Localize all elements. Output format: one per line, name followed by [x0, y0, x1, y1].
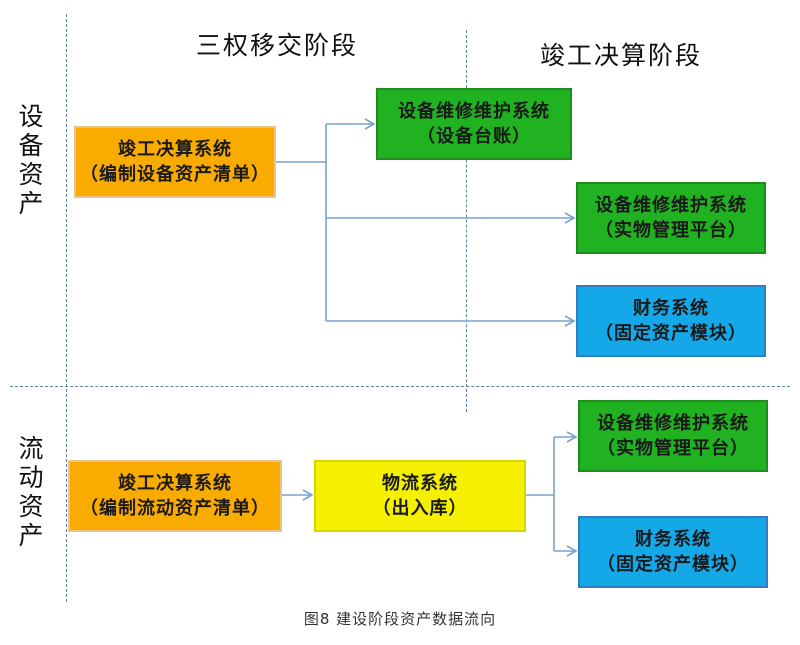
box-current-maintenance-platform: 设备维修维护系统 （实物管理平台）	[578, 400, 768, 472]
box-title: 设备维修维护系统	[597, 413, 749, 434]
box-subtitle: （实物管理平台）	[597, 438, 749, 459]
box-subtitle: （实物管理平台）	[595, 220, 747, 241]
row-label-equipment-assets: 设备资产	[18, 102, 44, 218]
divider-row-horizontal	[10, 386, 790, 387]
box-title: 竣工决算系统	[118, 139, 232, 160]
box-title: 物流系统	[382, 473, 458, 494]
box-final-accounts-equipment: 竣工决算系统 （编制设备资产清单）	[74, 126, 276, 198]
box-subtitle: （固定资产模块）	[595, 323, 747, 344]
box-subtitle: （编制流动资产清单）	[80, 498, 270, 519]
box-current-finance: 财务系统 （固定资产模块）	[578, 516, 768, 588]
box-title: 设备维修维护系统	[398, 101, 550, 122]
divider-phase-vertical	[466, 30, 467, 412]
box-title: 财务系统	[635, 529, 711, 550]
box-subtitle: （编制设备资产清单）	[80, 164, 270, 185]
box-subtitle: （出入库）	[372, 498, 468, 519]
box-logistics: 物流系统 （出入库）	[314, 460, 526, 532]
divider-left-vertical	[66, 14, 67, 602]
row-label-current-assets: 流动资产	[18, 434, 44, 550]
box-title: 设备维修维护系统	[595, 195, 747, 216]
box-subtitle: （固定资产模块）	[597, 554, 749, 575]
figure-caption: 图8 建设阶段资产数据流向	[303, 610, 497, 628]
box-finance-fixed-assets: 财务系统 （固定资产模块）	[576, 285, 766, 357]
phase-label-final-accounts: 竣工决算阶段	[540, 41, 703, 70]
box-subtitle: （设备台账）	[417, 126, 531, 147]
phase-label-handover: 三权移交阶段	[196, 31, 359, 60]
box-title: 财务系统	[633, 298, 709, 319]
box-maintenance-platform: 设备维修维护系统 （实物管理平台）	[576, 182, 766, 254]
box-maintenance-ledger: 设备维修维护系统 （设备台账）	[376, 88, 572, 160]
box-title: 竣工决算系统	[118, 473, 232, 494]
box-final-accounts-current: 竣工决算系统 （编制流动资产清单）	[68, 460, 282, 532]
